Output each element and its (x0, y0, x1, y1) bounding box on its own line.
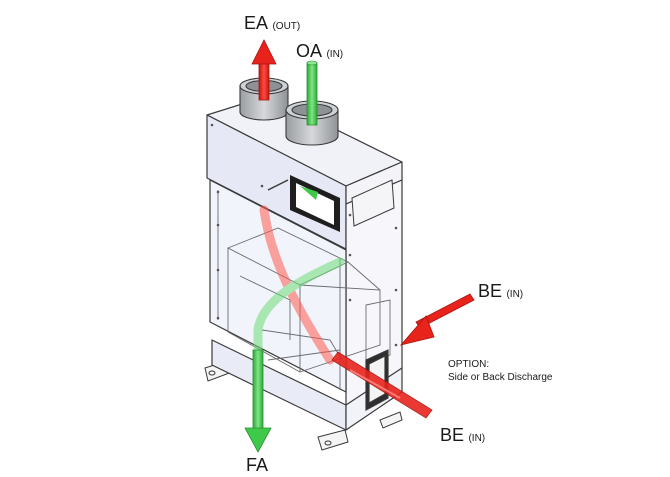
option-text: Side or Back Discharge (448, 372, 553, 383)
be-bottom-arrow (331, 351, 433, 419)
fa-label-text: FA (246, 455, 269, 475)
ea-label: EA (OUT) (244, 14, 300, 33)
option-note: OPTION: Side or Back Discharge (448, 358, 553, 384)
front-duct-opening (267, 175, 340, 232)
side-vent-box (351, 179, 395, 227)
oa-label-text: OA (296, 41, 323, 61)
internal-exhaust-path (259, 205, 335, 365)
oa-label: OA (IN) (296, 42, 343, 61)
internal-fresh-path (253, 257, 345, 355)
panel-screws (210, 123, 398, 347)
internal-airflow (253, 205, 345, 365)
be-top-label-text: BE (478, 281, 503, 301)
be-bottom-label-text: BE (440, 425, 465, 445)
option-title: OPTION: (448, 359, 490, 370)
ea-label-sub: (OUT) (272, 21, 301, 32)
ea-label-text: EA (244, 13, 269, 33)
be-top-arrow (399, 293, 475, 346)
be-bottom-label-sub: (IN) (468, 433, 486, 444)
oa-arrow (306, 60, 318, 126)
be-top-label-sub: (IN) (506, 289, 524, 300)
be-top-label: BE (IN) (478, 282, 523, 301)
be-bottom-label: BE (IN) (440, 426, 485, 445)
ea-arrow (251, 39, 277, 101)
fa-label: FA (246, 456, 268, 475)
oa-label-sub: (IN) (326, 49, 344, 60)
fa-arrow (244, 349, 272, 453)
